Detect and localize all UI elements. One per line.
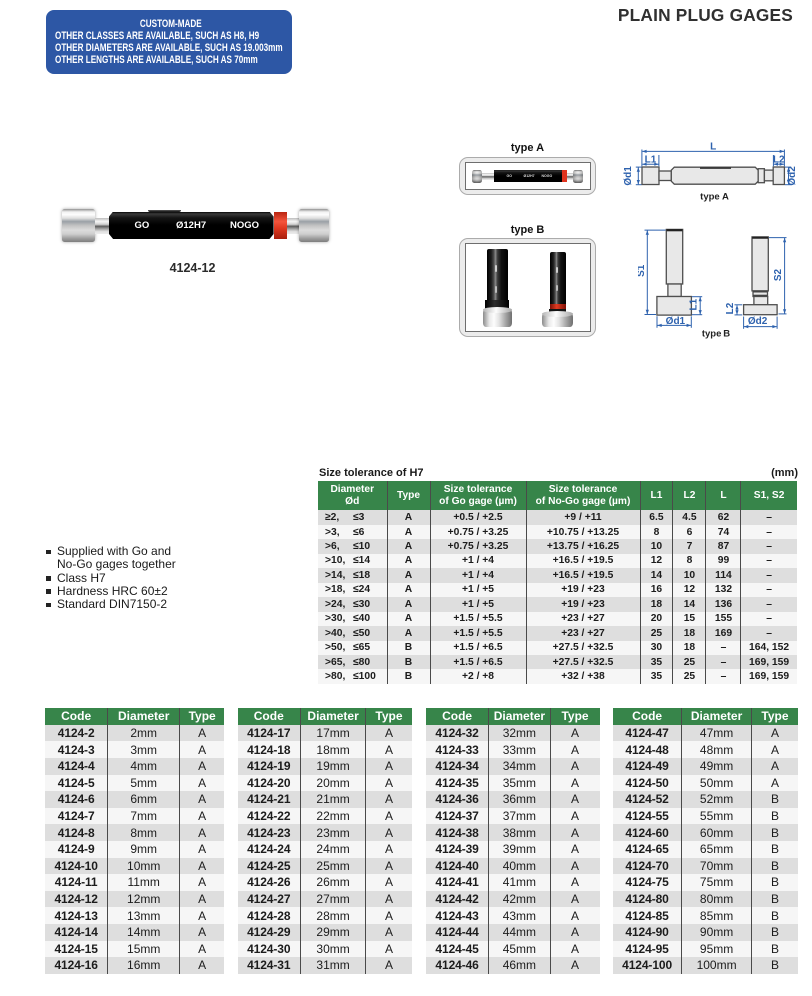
svg-text:Ød1: Ød1 [666, 316, 686, 327]
svg-text:L2: L2 [725, 302, 736, 314]
svg-text:L1: L1 [689, 298, 700, 310]
svg-text:Ød2: Ød2 [748, 316, 768, 327]
svg-text:type B: type B [702, 329, 730, 340]
svg-text:L2: L2 [773, 155, 785, 166]
svg-text:L: L [710, 142, 716, 153]
svg-text:S1: S1 [638, 264, 647, 277]
svg-text:S2: S2 [773, 268, 784, 281]
svg-text:L1: L1 [645, 155, 657, 166]
svg-text:Ød2: Ød2 [787, 166, 798, 186]
svg-text:type A: type A [700, 192, 729, 203]
svg-text:Ød1: Ød1 [623, 166, 634, 186]
